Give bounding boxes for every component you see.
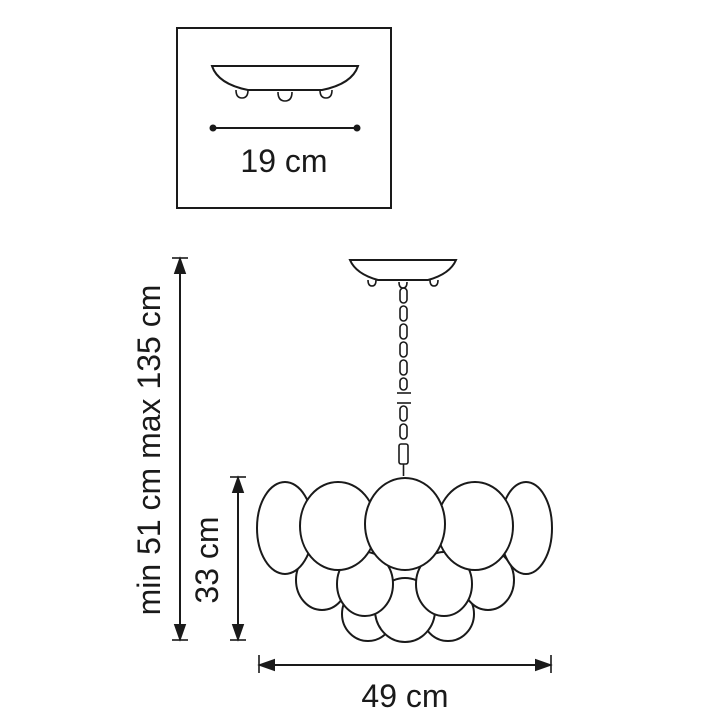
- overall-height-dimension: min 51 cm max 135 cm: [131, 256, 188, 642]
- canopy-width-label: 19 cm: [240, 143, 327, 179]
- ceiling-canopy-icon: [348, 259, 458, 289]
- detail-frame: [176, 27, 392, 209]
- chandelier-illustration: [256, 259, 553, 643]
- body-width-label: 49 cm: [361, 678, 448, 714]
- chain-icon: [397, 287, 411, 476]
- glass-discs-icon: [256, 477, 553, 643]
- body-height-label: 33 cm: [189, 516, 225, 603]
- body-width-dimension: 49 cm: [257, 655, 553, 714]
- height-range-label: min 51 cm max 135 cm: [131, 285, 167, 616]
- canopy-width-dimension-line: [209, 124, 361, 132]
- canopy-detail-box: 19 cm: [176, 27, 392, 209]
- body-height-dimension: 33 cm: [189, 475, 246, 642]
- canopy-top-view-icon: [210, 65, 360, 102]
